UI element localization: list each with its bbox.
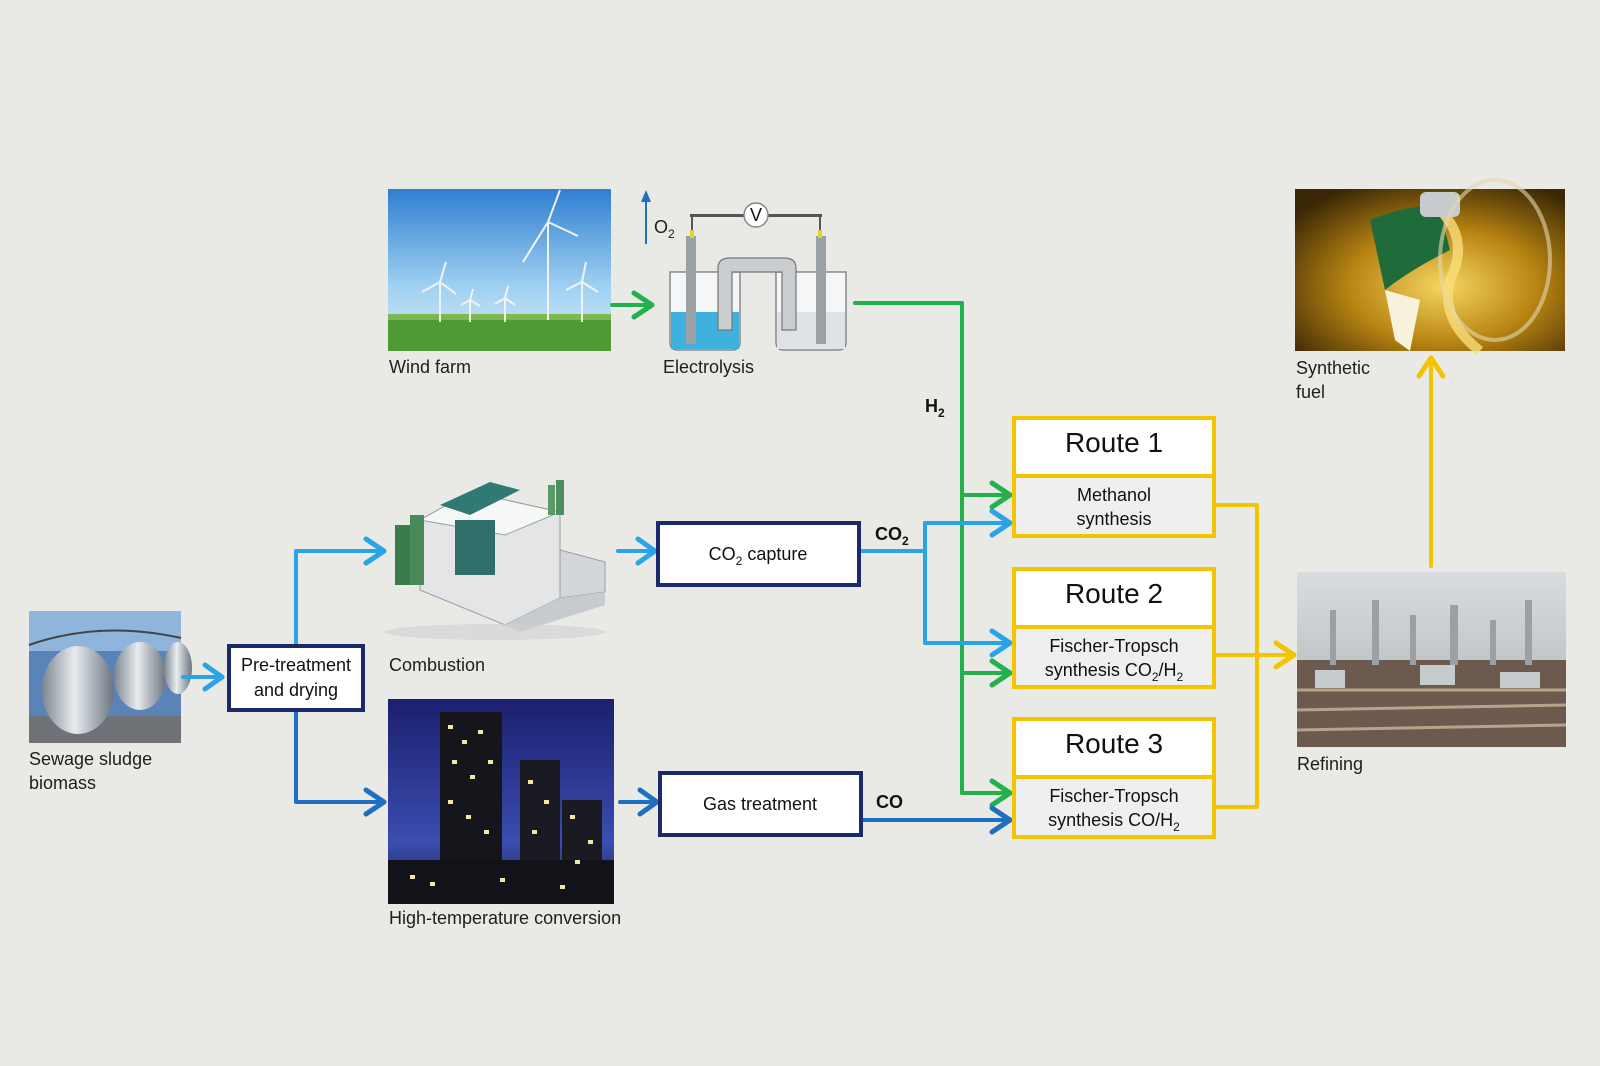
route-1-line2: synthesis (1076, 509, 1151, 529)
route-1-line1: Methanol (1077, 485, 1151, 505)
route-3-line2: synthesis CO/H2 (1048, 810, 1180, 834)
refining-label: Refining (1297, 754, 1363, 774)
pretreatment-box: Pre-treatment and drying (227, 644, 365, 712)
refinery-image (1296, 572, 1567, 747)
route-2-line2: synthesis CO2/H2 (1045, 660, 1184, 684)
synthetic-fuel-label-line1: Synthetic (1296, 358, 1370, 378)
route-3-box: Route 3 Fischer-Tropsch synthesis CO/H2 (1012, 717, 1216, 839)
sewage-label-line2: biomass (29, 773, 96, 793)
o2-arrow (641, 190, 651, 244)
pretreatment-label-line1: Pre-treatment (241, 655, 351, 675)
combustion-plant-image (385, 480, 606, 640)
sewage-label-line1: Sewage sludge (29, 749, 152, 769)
h2-label: H2 (925, 396, 945, 420)
gas-treatment-box: Gas treatment (658, 771, 863, 837)
wind-farm-image (388, 189, 611, 351)
co2-capture-box: CO2 capture (656, 521, 861, 587)
route-3-title: Route 3 (1065, 728, 1163, 759)
o2-label: O2 (654, 217, 675, 241)
pretreatment-label-line2: and drying (254, 680, 338, 700)
co2-label: CO2 (875, 524, 909, 548)
route-2-box: Route 2 Fischer-Tropsch synthesis CO2/H2 (1012, 567, 1216, 689)
route-2-title: Route 2 (1065, 578, 1163, 609)
voltmeter-label: V (750, 205, 762, 225)
route-1-box: Route 1 Methanol synthesis (1012, 416, 1216, 538)
co2-capture-label: CO2 capture (709, 544, 808, 568)
wind-farm-label: Wind farm (389, 357, 471, 377)
yellow-connectors (1213, 355, 1446, 809)
h2-connector (853, 301, 1013, 808)
high-temp-label: High-temperature conversion (389, 908, 621, 928)
combustion-label: Combustion (389, 655, 485, 675)
synthetic-fuel-image (1295, 178, 1565, 355)
dark-blue-connectors (294, 709, 1013, 835)
arrow-wind-to-electrolysis (610, 290, 655, 320)
gas-treatment-label: Gas treatment (703, 794, 817, 814)
route-2-line1: Fischer-Tropsch (1049, 636, 1178, 656)
synthetic-fuel-label-line2: fuel (1296, 382, 1325, 402)
high-temp-plant-image (388, 699, 614, 904)
blue-connectors (181, 508, 1013, 692)
sewage-plant-image (28, 611, 192, 743)
route-3-line1: Fischer-Tropsch (1049, 786, 1178, 806)
electrolysis-image: V (669, 202, 847, 351)
electrolysis-label: Electrolysis (663, 357, 754, 377)
co-label: CO (876, 792, 903, 812)
route-1-title: Route 1 (1065, 427, 1163, 458)
